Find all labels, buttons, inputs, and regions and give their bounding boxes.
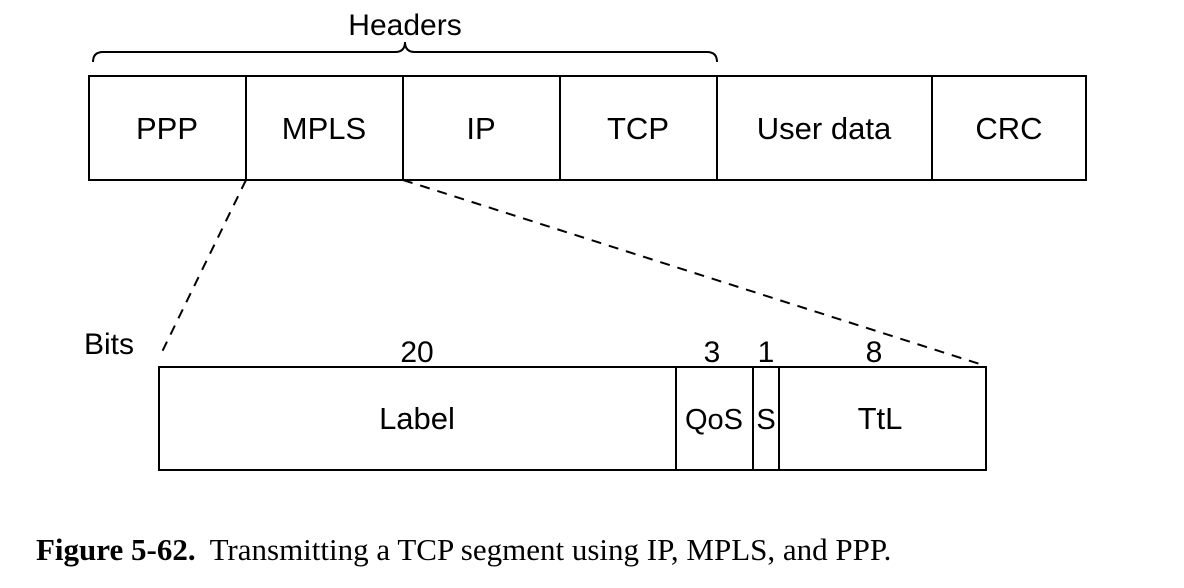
bits-qos-field: 3 [704,336,721,369]
bits-label-field: 20 [400,336,433,369]
bits-ttl-field: 8 [866,336,883,369]
packet-row: PPP MPLS IP TCP User data CRC [88,75,1087,181]
mpls-field-s: S [756,404,775,436]
headers-brace [92,41,718,63]
packet-frame [88,75,1087,181]
bits-s-field: 1 [758,336,775,369]
field-user-data: User data [757,111,892,146]
field-mpls: MPLS [282,111,366,146]
mpls-field-ttl: TtL [858,401,903,436]
figure-caption-text: Transmitting a TCP segment using IP, MPL… [209,532,892,567]
figure-number: Figure 5-62. [36,532,196,567]
field-tcp: TCP [607,111,669,146]
headers-label: Headers [348,9,461,42]
mpls-field-label: Label [379,401,455,436]
bits-label: Bits [84,328,134,361]
expansion-line-left [159,179,247,357]
expansion-line-right [402,179,987,367]
mpls-field-qos: QoS [685,404,743,436]
field-ip: IP [466,111,495,146]
mpls-frame [158,366,987,471]
mpls-header-row: Label QoS S TtL [158,366,987,471]
field-crc: CRC [975,111,1042,146]
figure-caption: Figure 5-62. Transmitting a TCP segment u… [36,530,1176,570]
field-ppp: PPP [136,111,198,146]
